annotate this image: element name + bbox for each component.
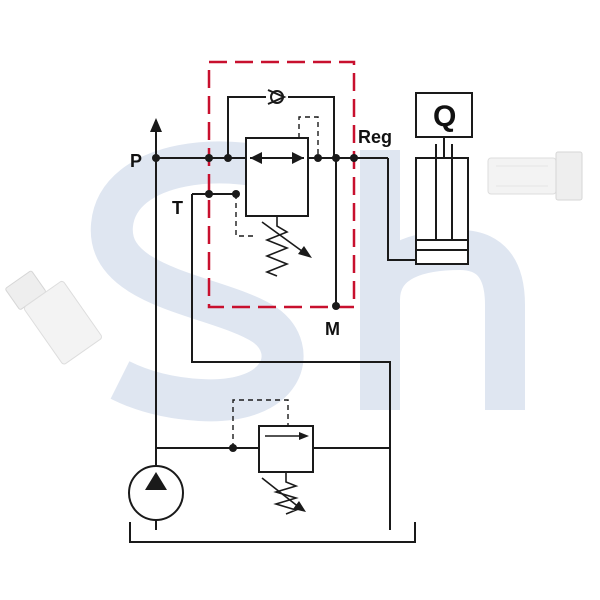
fitting-right-image bbox=[487, 151, 583, 201]
junction-dots bbox=[152, 154, 358, 452]
port-p-label: P bbox=[130, 151, 142, 171]
port-t-label: T bbox=[172, 198, 183, 218]
tank-symbol bbox=[129, 522, 416, 543]
pump-symbol bbox=[128, 465, 184, 521]
check-valve bbox=[267, 89, 287, 105]
port-reg-label: Reg bbox=[358, 127, 392, 147]
flow-meter-cylinder bbox=[415, 92, 473, 265]
flow-meter-label: Q bbox=[433, 100, 456, 133]
fitting-left-image bbox=[5, 270, 103, 365]
valve-block-frame bbox=[207, 60, 356, 309]
flow-arrow-up bbox=[150, 118, 162, 132]
pressure-relief-valve bbox=[232, 399, 314, 515]
port-m-label: M bbox=[325, 319, 340, 339]
pressure-reducing-valve bbox=[235, 116, 319, 277]
